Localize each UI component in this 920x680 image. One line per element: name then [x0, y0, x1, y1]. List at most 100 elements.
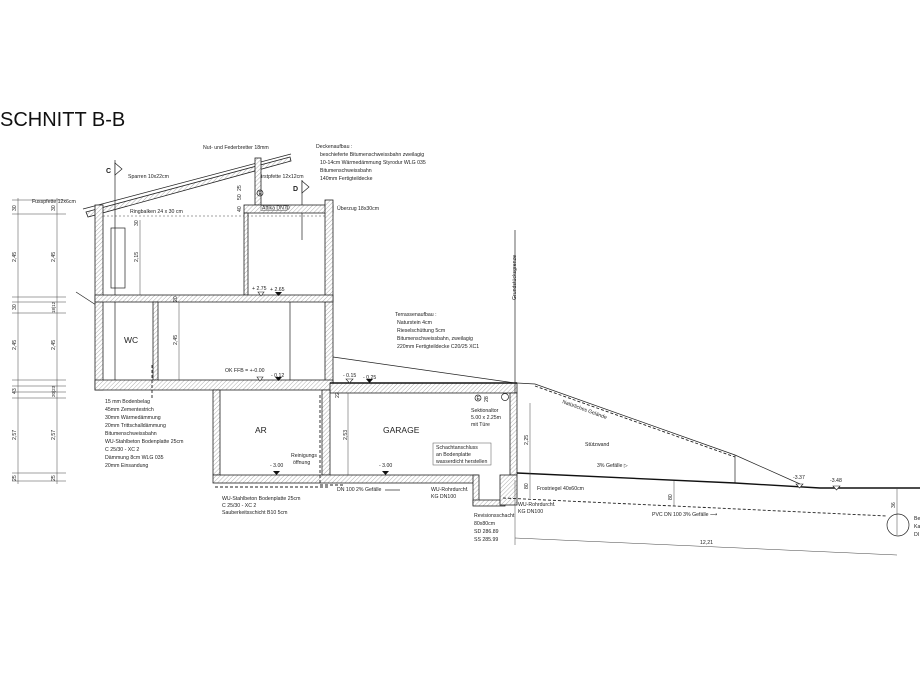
terrace-buildup-line: Rieselschüttung 5cm	[397, 328, 445, 334]
deck-buildup-line: beschieferte Bitumenschweissbahn zweilag…	[320, 152, 424, 158]
terrace-buildup-line: Bitumenschweissbahn, zweilagig	[397, 336, 473, 342]
dim-left-inner: 25	[51, 475, 57, 481]
shaft-connection-note: wasserdicht herstellen	[436, 459, 487, 465]
floor-buildup-line: 20mm Einsandung	[105, 463, 148, 469]
dim-parapet-50: 50	[237, 194, 243, 200]
inspection-shaft-label: SS 285.99	[474, 537, 498, 543]
room-wc: WC	[124, 335, 138, 345]
floor-buildup-line: C 25/30 - XC 2	[105, 447, 139, 453]
deck-buildup-line: Bitumenschweissbahn	[320, 168, 372, 174]
level-terrace-a: - 0.15	[343, 373, 356, 379]
slope-label: 3% Gefälle ▷	[597, 463, 628, 469]
floor-buildup-line: 45mm Zementestrich	[105, 407, 154, 413]
deck-buildup-heading: Deckenaufbau :	[316, 144, 352, 150]
floor-buildup-line: 30mm Wärmedämmung	[105, 415, 161, 421]
level-ar-floor: - 3.00	[270, 463, 283, 469]
level-markers: + 2.75 + 2.65 OK FFB = +-0.00 - 0.12	[225, 286, 285, 382]
section-marker-d: D	[293, 186, 298, 193]
room-garage: GARAGE	[383, 425, 420, 435]
marker-e: E	[259, 191, 263, 197]
ring-beam-label: Ringbalken 24 x 30 cm	[130, 209, 183, 215]
floor-buildup-line: 20mm Trittschalldämmung	[105, 423, 166, 429]
parapet-label: Attika DN70	[262, 206, 290, 212]
room-ar: AR	[255, 425, 267, 435]
pipe-through-label: KG DN100	[518, 509, 543, 515]
slab-note: WU-Stahlbeton Bodenplatte 25cm	[222, 496, 300, 502]
sectional-door-label: 5.00 x 2.25m	[471, 415, 501, 421]
dim-wall-225: 2,25	[524, 435, 530, 445]
foot-purlin-label: Fusspfette 12x6cm	[32, 199, 76, 205]
dim-parapet-40: 40	[237, 206, 243, 212]
dim-left-outer: 43	[12, 388, 18, 394]
level-upper-b: + 2.65	[270, 287, 285, 293]
dim-left-inner: 20|23	[51, 385, 56, 397]
marker-e: E	[477, 396, 481, 402]
deck-buildup-line: 140mm Fertigteildecke	[320, 176, 373, 182]
shaft-connection-note: Schachtanschluss	[436, 445, 478, 451]
dim-left-outer: 25	[12, 475, 18, 481]
natural-terrain-label: Natürliches Gelände	[561, 399, 607, 421]
cutoff-label: Ka	[914, 524, 920, 530]
dim-left-inner: 2,45	[51, 252, 57, 262]
retaining-wall-label: Stützwand	[585, 442, 609, 448]
drawing-title: SCHNITT B-B	[0, 109, 125, 131]
slab-note: Sauberkeitsschicht B10 5cm	[222, 510, 287, 516]
slab-note: C 25/30 - XC 2	[222, 503, 256, 509]
dim-left-inner: 30	[51, 205, 57, 211]
floor-buildup-line: WU-Stahlbeton Bodenplatte 25cm	[105, 439, 183, 445]
left-dimension-chains: 30 2,45 30 2,45 43 2,57 25 30 2,45 18|12…	[12, 198, 97, 484]
level-terrace-b: - 0.25	[363, 375, 376, 381]
pipe-through-label: WU-Rohrdurchf.	[518, 502, 555, 508]
ridge-purlin-label: Firstpfette 12x12cm	[258, 174, 304, 180]
sectional-door-label: Sektionaltor	[471, 408, 499, 414]
dim-ground-245: 2,45	[173, 335, 179, 345]
dim-length-1221: 12,21	[700, 540, 713, 546]
level-terrain-a: -3.37	[793, 475, 805, 481]
dim-left-outer: 2,57	[12, 430, 18, 440]
dim-left-outer: 30	[12, 304, 18, 310]
dim-slab-20: 20	[173, 296, 179, 302]
dim-pipe-36: 36	[891, 502, 897, 508]
terrace-buildup-line: 220mm Fertigteildecke C20/25 XC1	[397, 344, 479, 350]
dim-wall-22: 22	[335, 392, 341, 398]
dim-window-215: 2,15	[134, 252, 140, 262]
rafters-label: Sparren 10x22cm	[128, 174, 169, 180]
level-upper-a: + 2.75	[252, 286, 267, 292]
deck-buildup-line: 10-14cm Wärmedämmung Styrodur WLG 035	[320, 160, 426, 166]
level-garage-floor: - 3.00	[379, 463, 392, 469]
inspection-shaft-label: Revisionsschacht	[474, 513, 515, 519]
dim-left-outer: 2,45	[12, 252, 18, 262]
property-line-label: Grundstücksgrenze	[512, 255, 518, 300]
level-terrain-b: -3.48	[830, 478, 842, 484]
dim-parapet-25: 25	[237, 185, 243, 191]
dim-left-inner: 2,57	[51, 430, 57, 440]
dim-door-28: 28	[484, 396, 490, 402]
drain-ar-label: DN 100 2% Gefälle	[337, 487, 382, 493]
terrace-buildup-line: Naturstein 4cm	[397, 320, 432, 326]
section-marker-c: C	[106, 168, 111, 175]
inspection-shaft-label: 80x80cm	[474, 521, 495, 527]
exterior-terrain: Natürliches Gelände Stützwand 3% Gefälle…	[502, 382, 920, 556]
dim-left-inner: 18|12	[51, 301, 56, 313]
dim-left-outer: 2,45	[12, 340, 18, 350]
sectional-door-label: mit Türe	[471, 422, 490, 428]
level-ffb: OK FFB = +-0.00	[225, 368, 265, 374]
dim-window-30: 30	[134, 220, 140, 226]
cutoff-label: Be	[914, 516, 920, 522]
dim-left-inner: 2,45	[51, 340, 57, 350]
floor-buildup-line: Bitumenschweissbahn	[105, 431, 157, 437]
level-ground: - 0.12	[271, 373, 284, 379]
floor-buildup-list: 15 mm Bodenbelag 45mm Zementestrich 30mm…	[105, 399, 183, 469]
frost-bar-label: Frostriegel 40x60cm	[537, 486, 584, 492]
floor-buildup-line: 15 mm Bodenbelag	[105, 399, 150, 405]
dim-garage-253: 2,53	[343, 430, 349, 440]
beam-label: Überzug 18x30cm	[337, 205, 379, 212]
cleaning-opening-label: öffnung	[293, 460, 310, 466]
dim-frost-80b: 80	[668, 494, 674, 500]
cutoff-label: DI	[914, 532, 919, 538]
floor-buildup-line: Dämmung 8cm WLG 035	[105, 455, 164, 461]
roof-boards-label: Nut- und Federbretter 18mm	[203, 145, 269, 151]
pvc-pipe-label: PVC DN 100 3% Gefälle ⟶	[652, 512, 717, 518]
cleaning-opening-label: Reinigungs	[291, 453, 317, 459]
